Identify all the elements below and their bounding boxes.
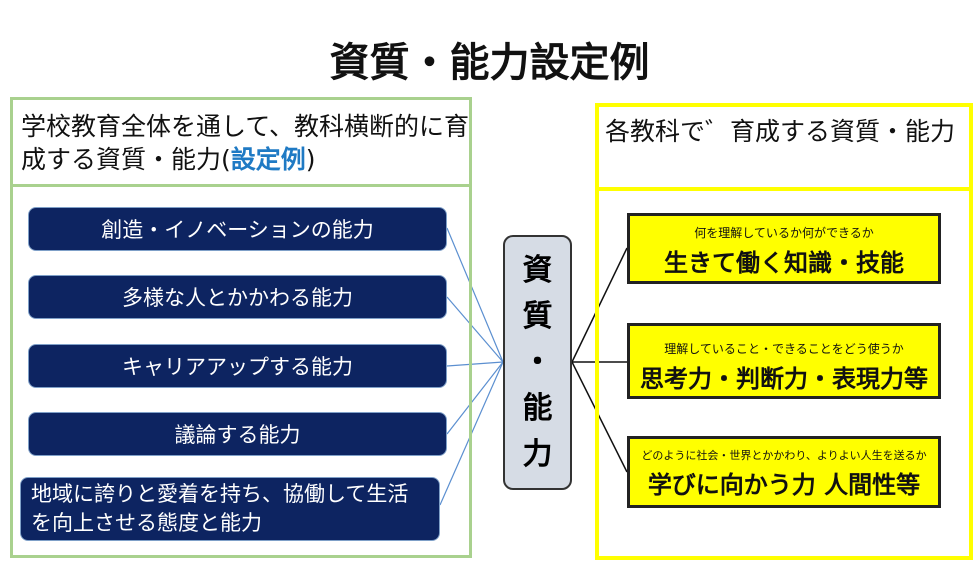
competency-box: どのように社会・世界とかかわり、よりよい人生を送るか 学びに向かう力 人間性等 xyxy=(627,436,941,508)
header-end: ) xyxy=(305,145,316,174)
center-char: 能 xyxy=(522,390,553,426)
ability-item: 創造・イノベーションの能力 xyxy=(28,207,447,251)
connector-r1 xyxy=(571,247,628,363)
center-char: 資 xyxy=(522,252,553,288)
competency-box: 理解していること・できることをどう使うか 思考力・判断力・表現力等 xyxy=(627,323,941,399)
page-title: 資質・能力設定例 xyxy=(329,40,650,86)
competency-main: 生きて働く知識・技能 xyxy=(664,249,904,277)
center-char: 質 xyxy=(522,298,553,334)
center-char: 力 xyxy=(522,436,553,472)
competency-main: 思考力・判断力・表現力等 xyxy=(640,365,928,393)
competency-sub: 理解していること・できることをどう使うか xyxy=(664,342,904,356)
connector-4 xyxy=(446,361,504,435)
competency-sub: どのように社会・世界とかかわり、よりよい人生を送るか xyxy=(641,449,927,462)
competency-main: 学びに向かう力 人間性等 xyxy=(647,471,921,499)
subject-panel: 各教科で゛育成する資質・能力 xyxy=(595,103,973,560)
ability-item: 多様な人とかかわる能力 xyxy=(28,275,447,319)
header-highlight: 設定例 xyxy=(230,145,306,174)
ability-item: 地域に誇りと愛着を持ち、協働して生活を向上させる態度と能力 xyxy=(20,477,440,541)
panel-header: 学校教育全体を通して、教科横断的に育成する資質・能力(設定例) xyxy=(13,100,469,187)
competency-sub: 何を理解しているか何ができるか xyxy=(694,226,874,240)
cross-curricular-panel: 学校教育全体を通して、教科横断的に育成する資質・能力(設定例) xyxy=(10,97,472,558)
panel-header: 各教科で゛育成する資質・能力 xyxy=(599,107,969,191)
competency-box: 何を理解しているか何ができるか 生きて働く知識・技能 xyxy=(627,213,941,284)
ability-item: 議論する能力 xyxy=(28,412,447,456)
header-text: 学校教育全体を通して、教科横断的に育成する資質・能力( xyxy=(21,112,470,174)
center-node: 資 質 ・ 能 力 xyxy=(503,235,572,490)
center-char: ・ xyxy=(522,344,553,380)
connector-3 xyxy=(446,361,504,367)
connector-2 xyxy=(446,296,504,363)
ability-item: キャリアアップする能力 xyxy=(28,344,447,388)
connector-1 xyxy=(446,227,504,363)
connector-r3 xyxy=(571,361,628,473)
